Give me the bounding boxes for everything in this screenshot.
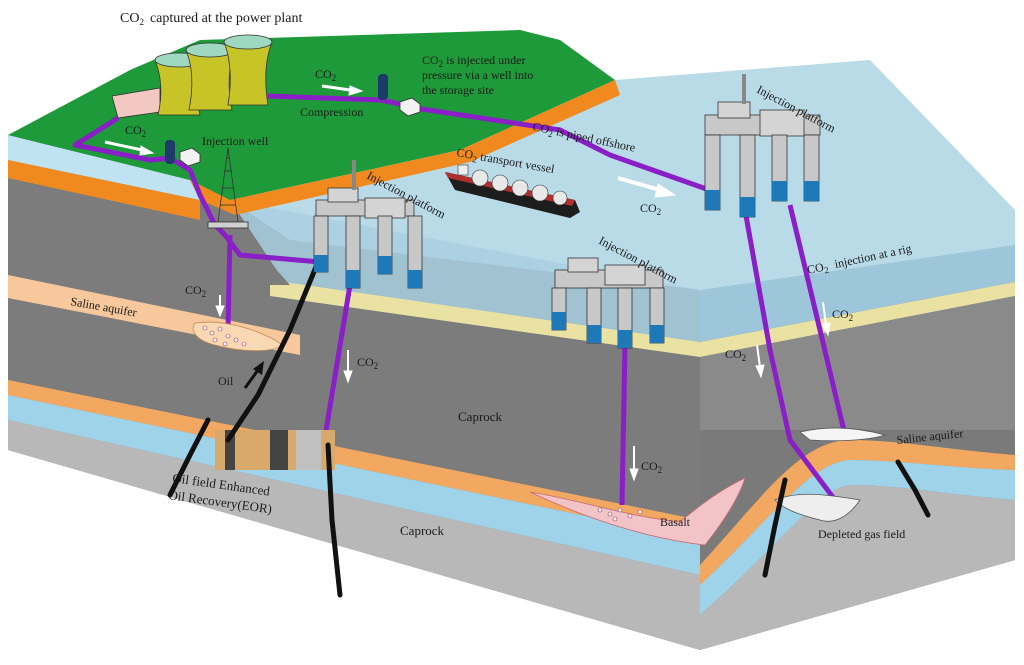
pipeline-platform-center-down [619,344,628,506]
arrow-r2-down [822,301,827,326]
label-co2-left: CO2 [125,123,146,139]
arrow-land-1-head [348,85,364,96]
platform-center [551,257,665,349]
injection-well-derrick [207,147,249,229]
label-caprock-bottom: Caprock [400,523,445,538]
eor-fault-right [325,442,343,598]
compressor-box-1 [399,97,421,117]
label-co2-r2: CO2 [832,307,853,323]
oil-arrow-head [253,361,264,375]
arrow-mid-down-head [343,370,353,384]
power-plant [111,34,273,119]
eor-reservoir [215,430,335,470]
depleted-gas-field [774,493,861,522]
pipeline-plant-to-well [72,115,171,163]
anticline-blue [700,460,1015,615]
lower-orange-layer [8,380,700,540]
label-co2-land: CO2 [315,67,336,83]
co2-bubbles-left [202,325,247,347]
arrow-land-2 [104,140,143,152]
pipeline-platform-right-2 [787,204,848,436]
anticline-grey [700,485,1015,650]
label-co2-basalt: CO2 [641,459,662,475]
label-oil: Oil [218,374,234,388]
label-compression: Compression [300,105,363,119]
flow-arrows [104,84,831,482]
pipeline-platform-right-1 [742,209,837,502]
right-face-sea [700,245,1015,342]
label-injected: CO2 is injected under [422,53,525,69]
well-lines [167,259,931,598]
eor-fault-left [167,417,211,498]
oil-arrow [243,361,264,389]
compression-units [165,74,421,167]
cooling-tower-3-top [223,34,273,50]
compressor-box-2 [179,147,201,167]
oil-well-line [225,259,321,443]
label-caprock-mid: Caprock [458,409,503,424]
compressor-tank-2 [165,140,175,164]
label-depleted: Depleted gas field [818,527,905,541]
saline-aquifer-left-plume [192,321,283,351]
label-saline-right: Saline aquifer [896,426,964,447]
arrow-sea-head [654,183,677,198]
platform-right [704,74,821,218]
label-basalt: Basalt [660,515,691,529]
label-co2-well: CO2 [185,283,206,299]
label-injected-2: pressure via a well into [422,68,533,82]
oil-arrow-shaft [243,369,260,389]
arrow-r1-down [756,344,761,368]
land-shore-cliff [200,200,290,285]
co2-bubbles-basalt [597,507,643,522]
arrow-r1-down-head [755,364,765,379]
right-fault-right [895,459,931,518]
caprock-blue-layer [8,395,700,575]
label-co2-sea: CO2 [640,201,661,217]
anticline-orange [700,440,1015,585]
arrow-land-2-head [139,145,155,156]
arrow-basalt-down-head [629,468,639,482]
compressor-tank-1 [378,74,388,100]
cooling-tower-2 [185,49,236,111]
arrow-r2-down-head [821,322,831,337]
right-face-yellow [700,282,1015,357]
left-face-blue-band [8,135,200,200]
label-co2-r1: CO2 [725,347,746,363]
platform-left [313,160,423,289]
land-orange-edge [190,80,620,215]
right-fault-left [762,477,788,578]
arrow-land-1 [321,84,351,92]
label-injection-well: Injection well [202,134,269,148]
pipeline-well-to-aquifer [225,234,233,331]
cooling-tower-3 [223,41,273,106]
left-face-orange-band [8,160,200,220]
basalt-formation [529,477,746,546]
right-face-strata [700,245,1015,650]
arrow-sea [617,176,661,192]
saline-aquifer-right-plume [799,427,887,442]
arrow-well-down-head [215,305,225,318]
pipeline-platform-left-down [319,284,353,456]
label-injected-3: the storage site [422,83,494,97]
label-co2-mid: CO2 [357,355,378,371]
co2-transport-vessel [445,164,580,218]
